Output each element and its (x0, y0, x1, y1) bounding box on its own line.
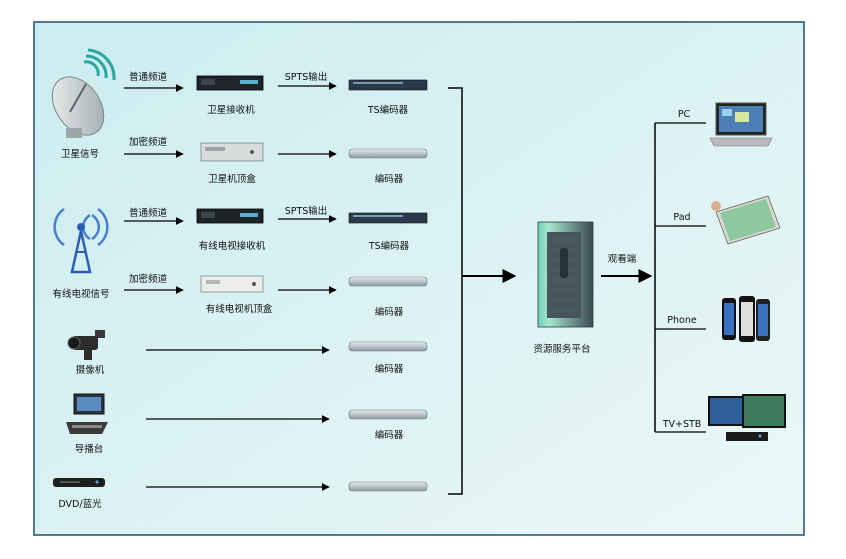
channel-label: 加密频道 (129, 136, 168, 148)
set-top-box-icon (200, 275, 264, 293)
flow-arrows (124, 82, 337, 491)
receiver-icon (196, 75, 264, 91)
encoder-label: 编码器 (375, 173, 404, 185)
source-label: DVD/蓝光 (58, 498, 102, 510)
client-lines (655, 122, 706, 433)
tv-stb-icon (708, 394, 786, 441)
encoder-label: 编码器 (375, 429, 404, 441)
encoder-icon (348, 148, 428, 159)
switcher-console-icon (66, 393, 108, 434)
device-label: 有线电视机顶盒 (206, 303, 273, 315)
encoder-icon (348, 212, 428, 224)
source-label: 导播台 (75, 443, 104, 455)
device-label: 卫星接收机 (207, 104, 255, 116)
encoder-icon (348, 481, 428, 492)
encoder-icon (348, 409, 428, 420)
phone-icon (722, 296, 770, 342)
merge-bracket (448, 87, 463, 495)
encoder-icon (348, 79, 428, 91)
broadcast-tower-icon (53, 207, 109, 274)
encoder-label: TS编码器 (367, 104, 409, 116)
tablet-icon (711, 195, 781, 245)
device-label: 卫星机顶盒 (208, 173, 256, 185)
dvd-player-icon (53, 478, 105, 487)
encoder-label: 编码器 (375, 363, 404, 375)
client-label: TV+STB (662, 419, 702, 430)
client-label: PC (678, 109, 691, 120)
source-label: 摄像机 (76, 364, 105, 376)
channel-label: 普通频道 (129, 71, 168, 83)
laptop-icon (709, 102, 773, 147)
channel-label: 加密频道 (129, 273, 168, 285)
client-label: Pad (673, 212, 690, 223)
encoder-icon (348, 276, 428, 287)
satellite-dish-icon (51, 48, 116, 138)
encoder-icon (348, 341, 428, 352)
spts-label: SPTS输出 (285, 205, 328, 217)
receiver-icon (196, 208, 264, 224)
set-top-box-icon (200, 142, 264, 162)
channel-label: 普通频道 (129, 207, 168, 219)
client-label: Phone (667, 315, 697, 326)
platform-label: 资源服务平台 (533, 343, 590, 355)
device-label: 有线电视接收机 (199, 240, 266, 252)
source-label: 有线电视信号 (52, 288, 109, 300)
spts-label: SPTS输出 (285, 71, 328, 83)
viewer-label: 观看端 (608, 253, 637, 265)
encoder-label: 编码器 (375, 306, 404, 318)
server-icon (537, 221, 594, 328)
encoder-label: TS编码器 (368, 240, 410, 252)
source-label: 卫星信号 (61, 148, 99, 160)
video-camera-icon (67, 330, 105, 360)
